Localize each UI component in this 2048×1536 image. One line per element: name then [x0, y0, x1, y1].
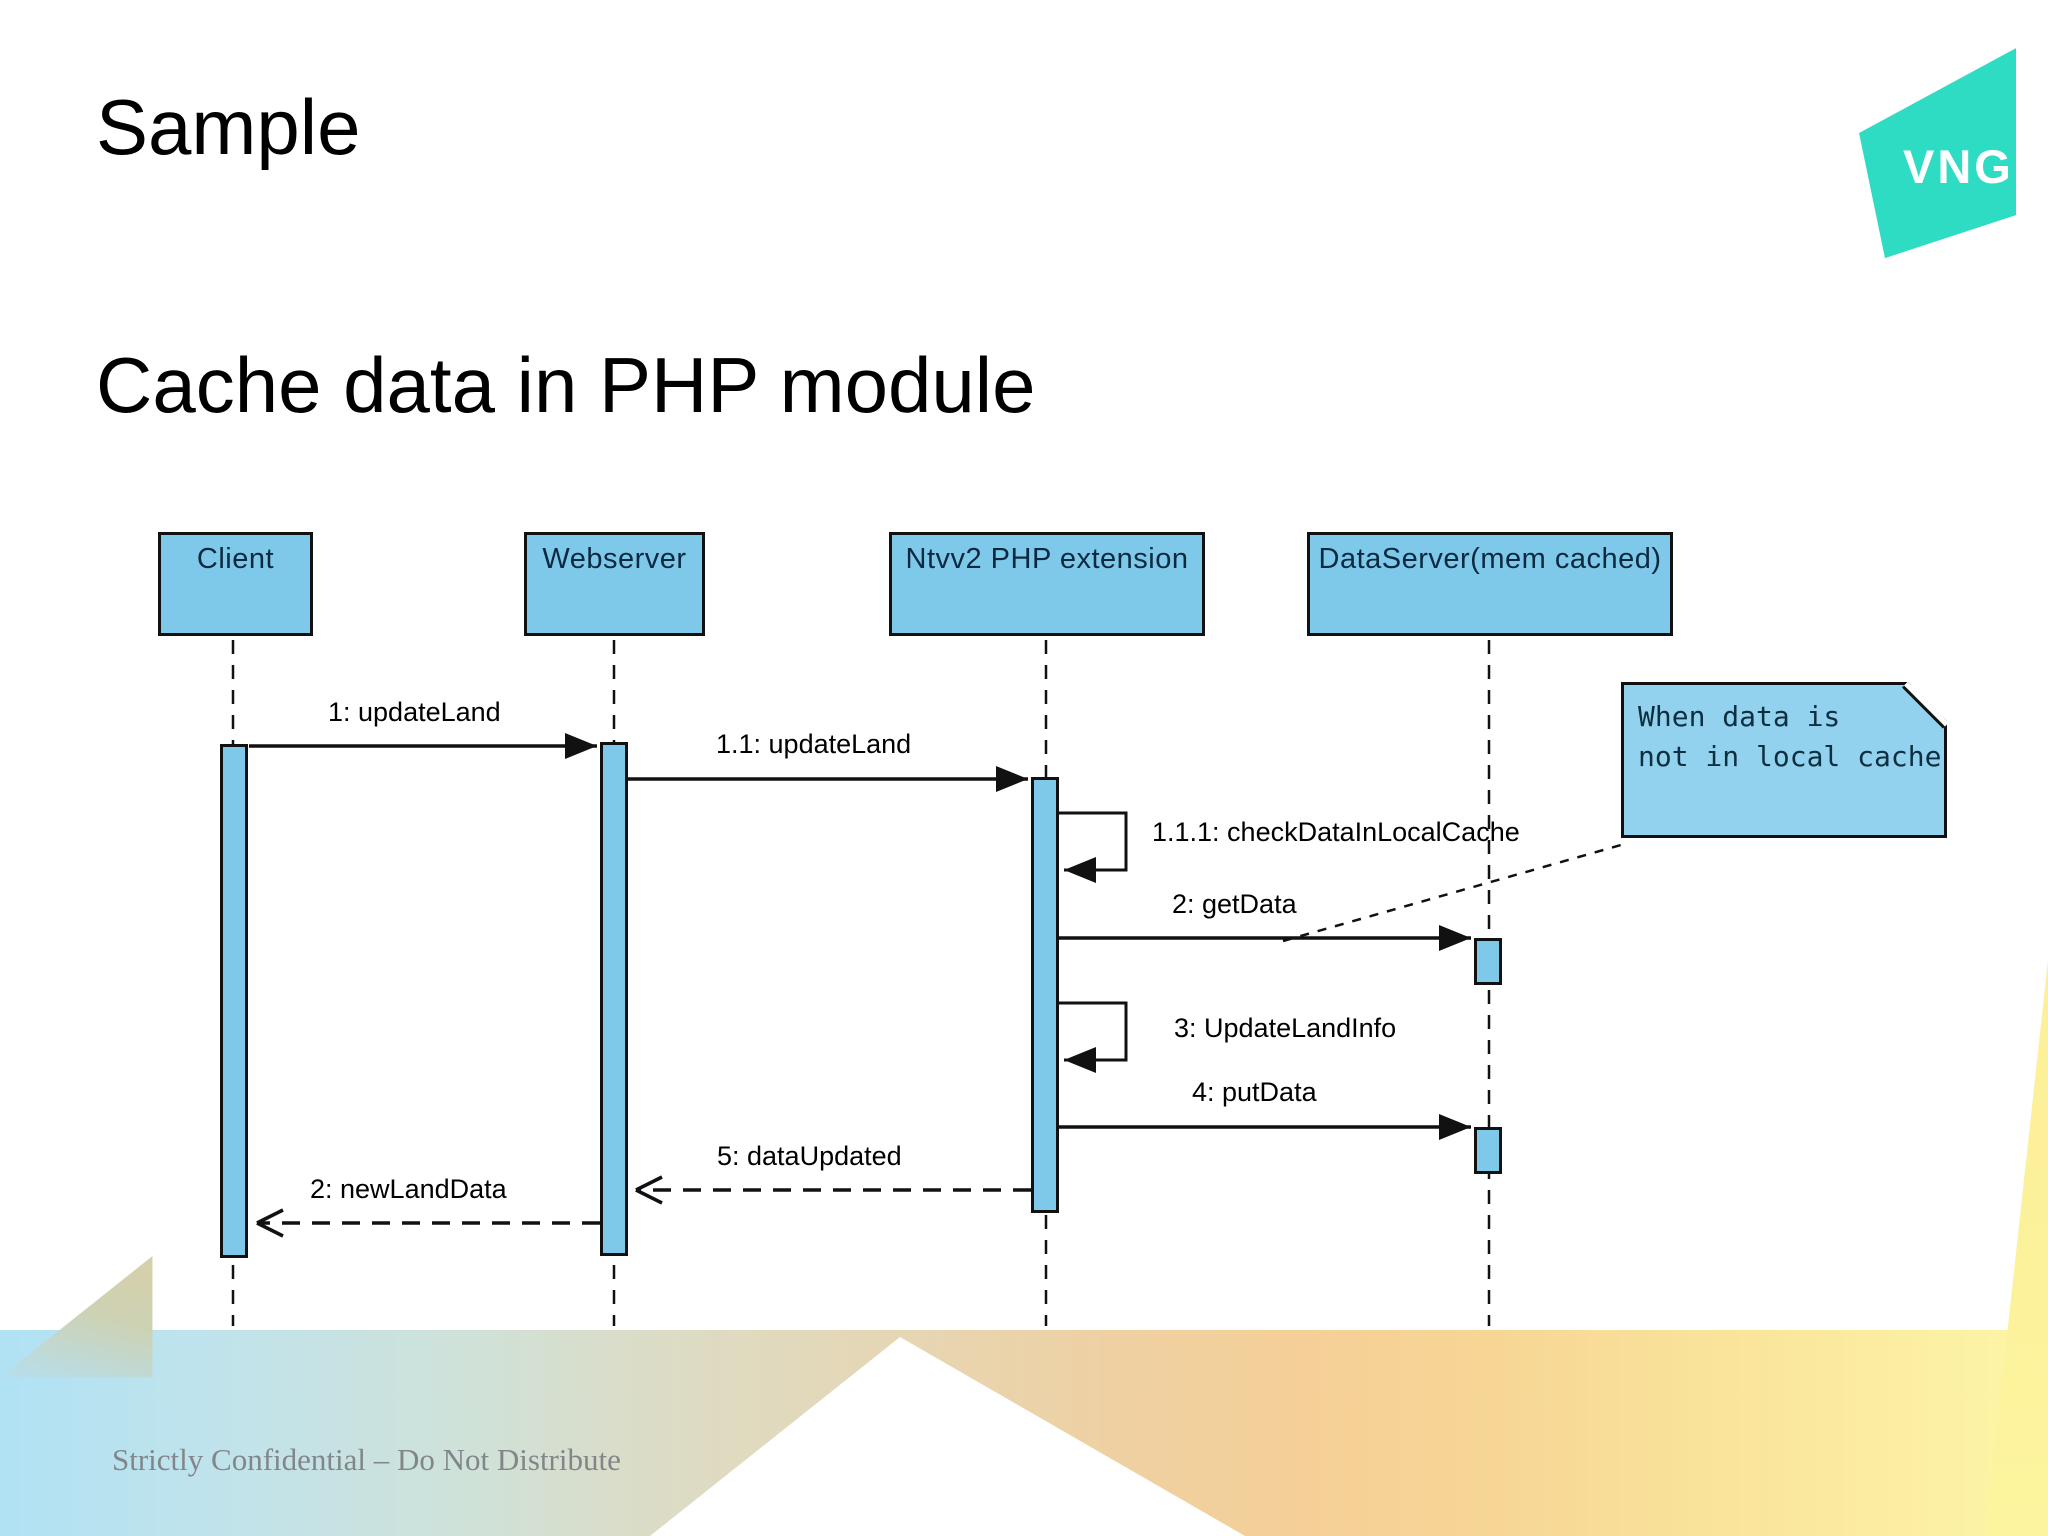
vng-logo-text: VNG	[1903, 140, 2014, 193]
message-label-updateland-1-1: 1.1: updateLand	[716, 729, 912, 759]
actor-client-label: Client	[196, 543, 275, 575]
arrow-self-updatelandinfo	[1059, 1001, 1128, 1073]
message-label-dataupdated: 5: dataUpdated	[717, 1141, 902, 1171]
message-label-updateland: 1: updateLand	[328, 697, 501, 727]
message-label-updatelandinfo: 3: UpdateLandInfo	[1174, 1013, 1397, 1043]
activation-client	[220, 744, 248, 1258]
message-label-putdata: 4: putData	[1192, 1077, 1317, 1107]
confidentiality-footer: Strictly Confidential – Do Not Distribut…	[112, 1442, 621, 1477]
note-line-1: When data is	[1638, 700, 1841, 733]
arrow-self-checkcache	[1059, 811, 1128, 883]
note-connector-line	[1282, 841, 1629, 943]
message-label-newlanddata: 2: newLandData	[310, 1174, 507, 1204]
slide-subtitle: Cache data in PHP module	[96, 341, 1036, 429]
activation-dataserver-getdata	[1474, 938, 1502, 985]
note-when-data-not-in-cache: When data is not in local cache	[1621, 682, 1947, 838]
slide-title: Sample	[96, 83, 361, 171]
message-label-checkcache: 1.1.1: checkDataInLocalCache	[1152, 817, 1520, 847]
actor-client: Client	[158, 532, 313, 636]
activation-php-extension	[1031, 777, 1059, 1213]
message-label-getdata: 2: getData	[1172, 889, 1297, 919]
actor-webserver-label: Webserver	[542, 543, 687, 575]
actor-php-extension-label: Ntvv2 PHP extension	[905, 543, 1189, 575]
actor-php-extension: Ntvv2 PHP extension	[889, 532, 1205, 636]
actor-webserver: Webserver	[524, 532, 705, 636]
actor-dataserver: DataServer(mem cached)	[1307, 532, 1673, 636]
activation-webserver	[600, 742, 628, 1256]
note-line-2: not in local cache	[1638, 740, 1942, 773]
actor-dataserver-label: DataServer(mem cached)	[1318, 543, 1662, 575]
activation-dataserver-putdata	[1474, 1127, 1502, 1174]
